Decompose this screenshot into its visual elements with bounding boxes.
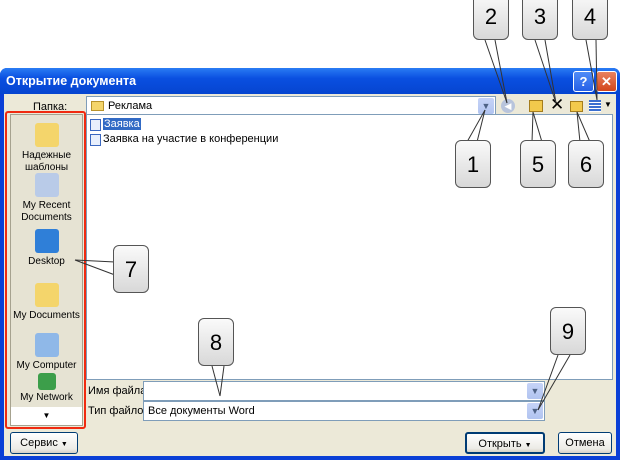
callout-3: 3 [522, 0, 558, 40]
pointer-7 [74, 259, 116, 263]
filename-input[interactable]: ▼ [143, 381, 545, 401]
place-network[interactable]: My Network [11, 373, 82, 404]
filetype-select[interactable]: Все документы Word▼ [143, 401, 545, 421]
views-icon[interactable] [589, 100, 601, 112]
folder-icon [91, 101, 104, 112]
pointer-6 [576, 111, 581, 143]
pointer-1 [466, 109, 486, 143]
filetype-value: Все документы Word [148, 405, 255, 417]
callout-2: 2 [473, 0, 509, 40]
pointer-8 [211, 365, 221, 397]
place-my-computer[interactable]: My Computer [11, 333, 82, 372]
chevron-down-icon[interactable]: ▼ [478, 98, 494, 114]
pointer-3 [534, 39, 557, 104]
pointer-4 [585, 39, 598, 101]
new-folder-icon[interactable] [570, 101, 583, 112]
network-icon [37, 373, 56, 390]
file-item[interactable]: Заявка [89, 118, 141, 132]
places-bar: Надежные шаблоны My Recent Documents Des… [10, 114, 83, 426]
tools-label: Сервис [20, 437, 58, 449]
up-folder-icon[interactable] [529, 100, 543, 112]
folder-value: Реклама [108, 100, 153, 112]
pointer-5 [531, 111, 534, 143]
word-document-icon [90, 134, 101, 146]
place-label: Desktop [28, 256, 65, 267]
callout-1: 1 [455, 140, 491, 188]
place-label: My Network [20, 392, 73, 403]
filetype-label: Тип файлов: [88, 405, 153, 417]
delete-icon[interactable]: ✕ [550, 95, 565, 114]
my-documents-icon [34, 283, 59, 307]
place-desktop[interactable]: Desktop [11, 229, 82, 268]
tools-button[interactable]: Сервис ▼ [10, 432, 78, 454]
recent-documents-icon [34, 173, 59, 197]
folder-icon [34, 123, 59, 147]
back-icon[interactable]: ◀ [501, 99, 515, 113]
place-my-documents[interactable]: My Documents [11, 283, 82, 322]
scroll-down-button[interactable]: ▼ [11, 407, 82, 425]
open-button[interactable]: Открыть ▼ [465, 432, 545, 454]
callout-7: 7 [113, 245, 149, 293]
open-label: Открыть [478, 438, 522, 450]
filename-label: Имя файла: [88, 385, 150, 397]
views-dropdown-icon[interactable]: ▼ [604, 100, 612, 109]
chevron-down-icon[interactable]: ▼ [527, 383, 543, 399]
callout-5: 5 [520, 140, 556, 188]
place-label: Надежные шаблоны [21, 150, 72, 173]
place-trusted-templates[interactable]: Надежные шаблоны [11, 123, 82, 174]
file-item[interactable]: Заявка на участие в конференции [89, 133, 278, 147]
title-bar: Открытие документа [0, 68, 620, 94]
pointer-2 [484, 39, 508, 104]
my-computer-icon [34, 333, 59, 357]
pointer-9 [537, 354, 559, 411]
callout-9: 9 [550, 307, 586, 355]
folder-label: Папка: [33, 101, 68, 113]
callout-6: 6 [568, 140, 604, 188]
file-name: Заявка на участие в конференции [103, 133, 279, 145]
place-label: My Computer [16, 360, 77, 371]
callout-8: 8 [198, 318, 234, 366]
word-document-icon [90, 119, 101, 131]
highlight-frame [5, 111, 86, 429]
callout-4: 4 [572, 0, 608, 40]
place-label: My Recent Documents [21, 200, 72, 223]
dropdown-icon: ▼ [60, 441, 68, 448]
file-name: Заявка [103, 118, 141, 130]
window-title: Открытие документа [6, 74, 137, 88]
desktop-icon [34, 229, 59, 253]
place-recent[interactable]: My Recent Documents [11, 173, 82, 224]
dropdown-icon: ▼ [524, 442, 532, 449]
place-label: My Documents [13, 310, 80, 321]
cancel-button[interactable]: Отмена [558, 432, 612, 454]
